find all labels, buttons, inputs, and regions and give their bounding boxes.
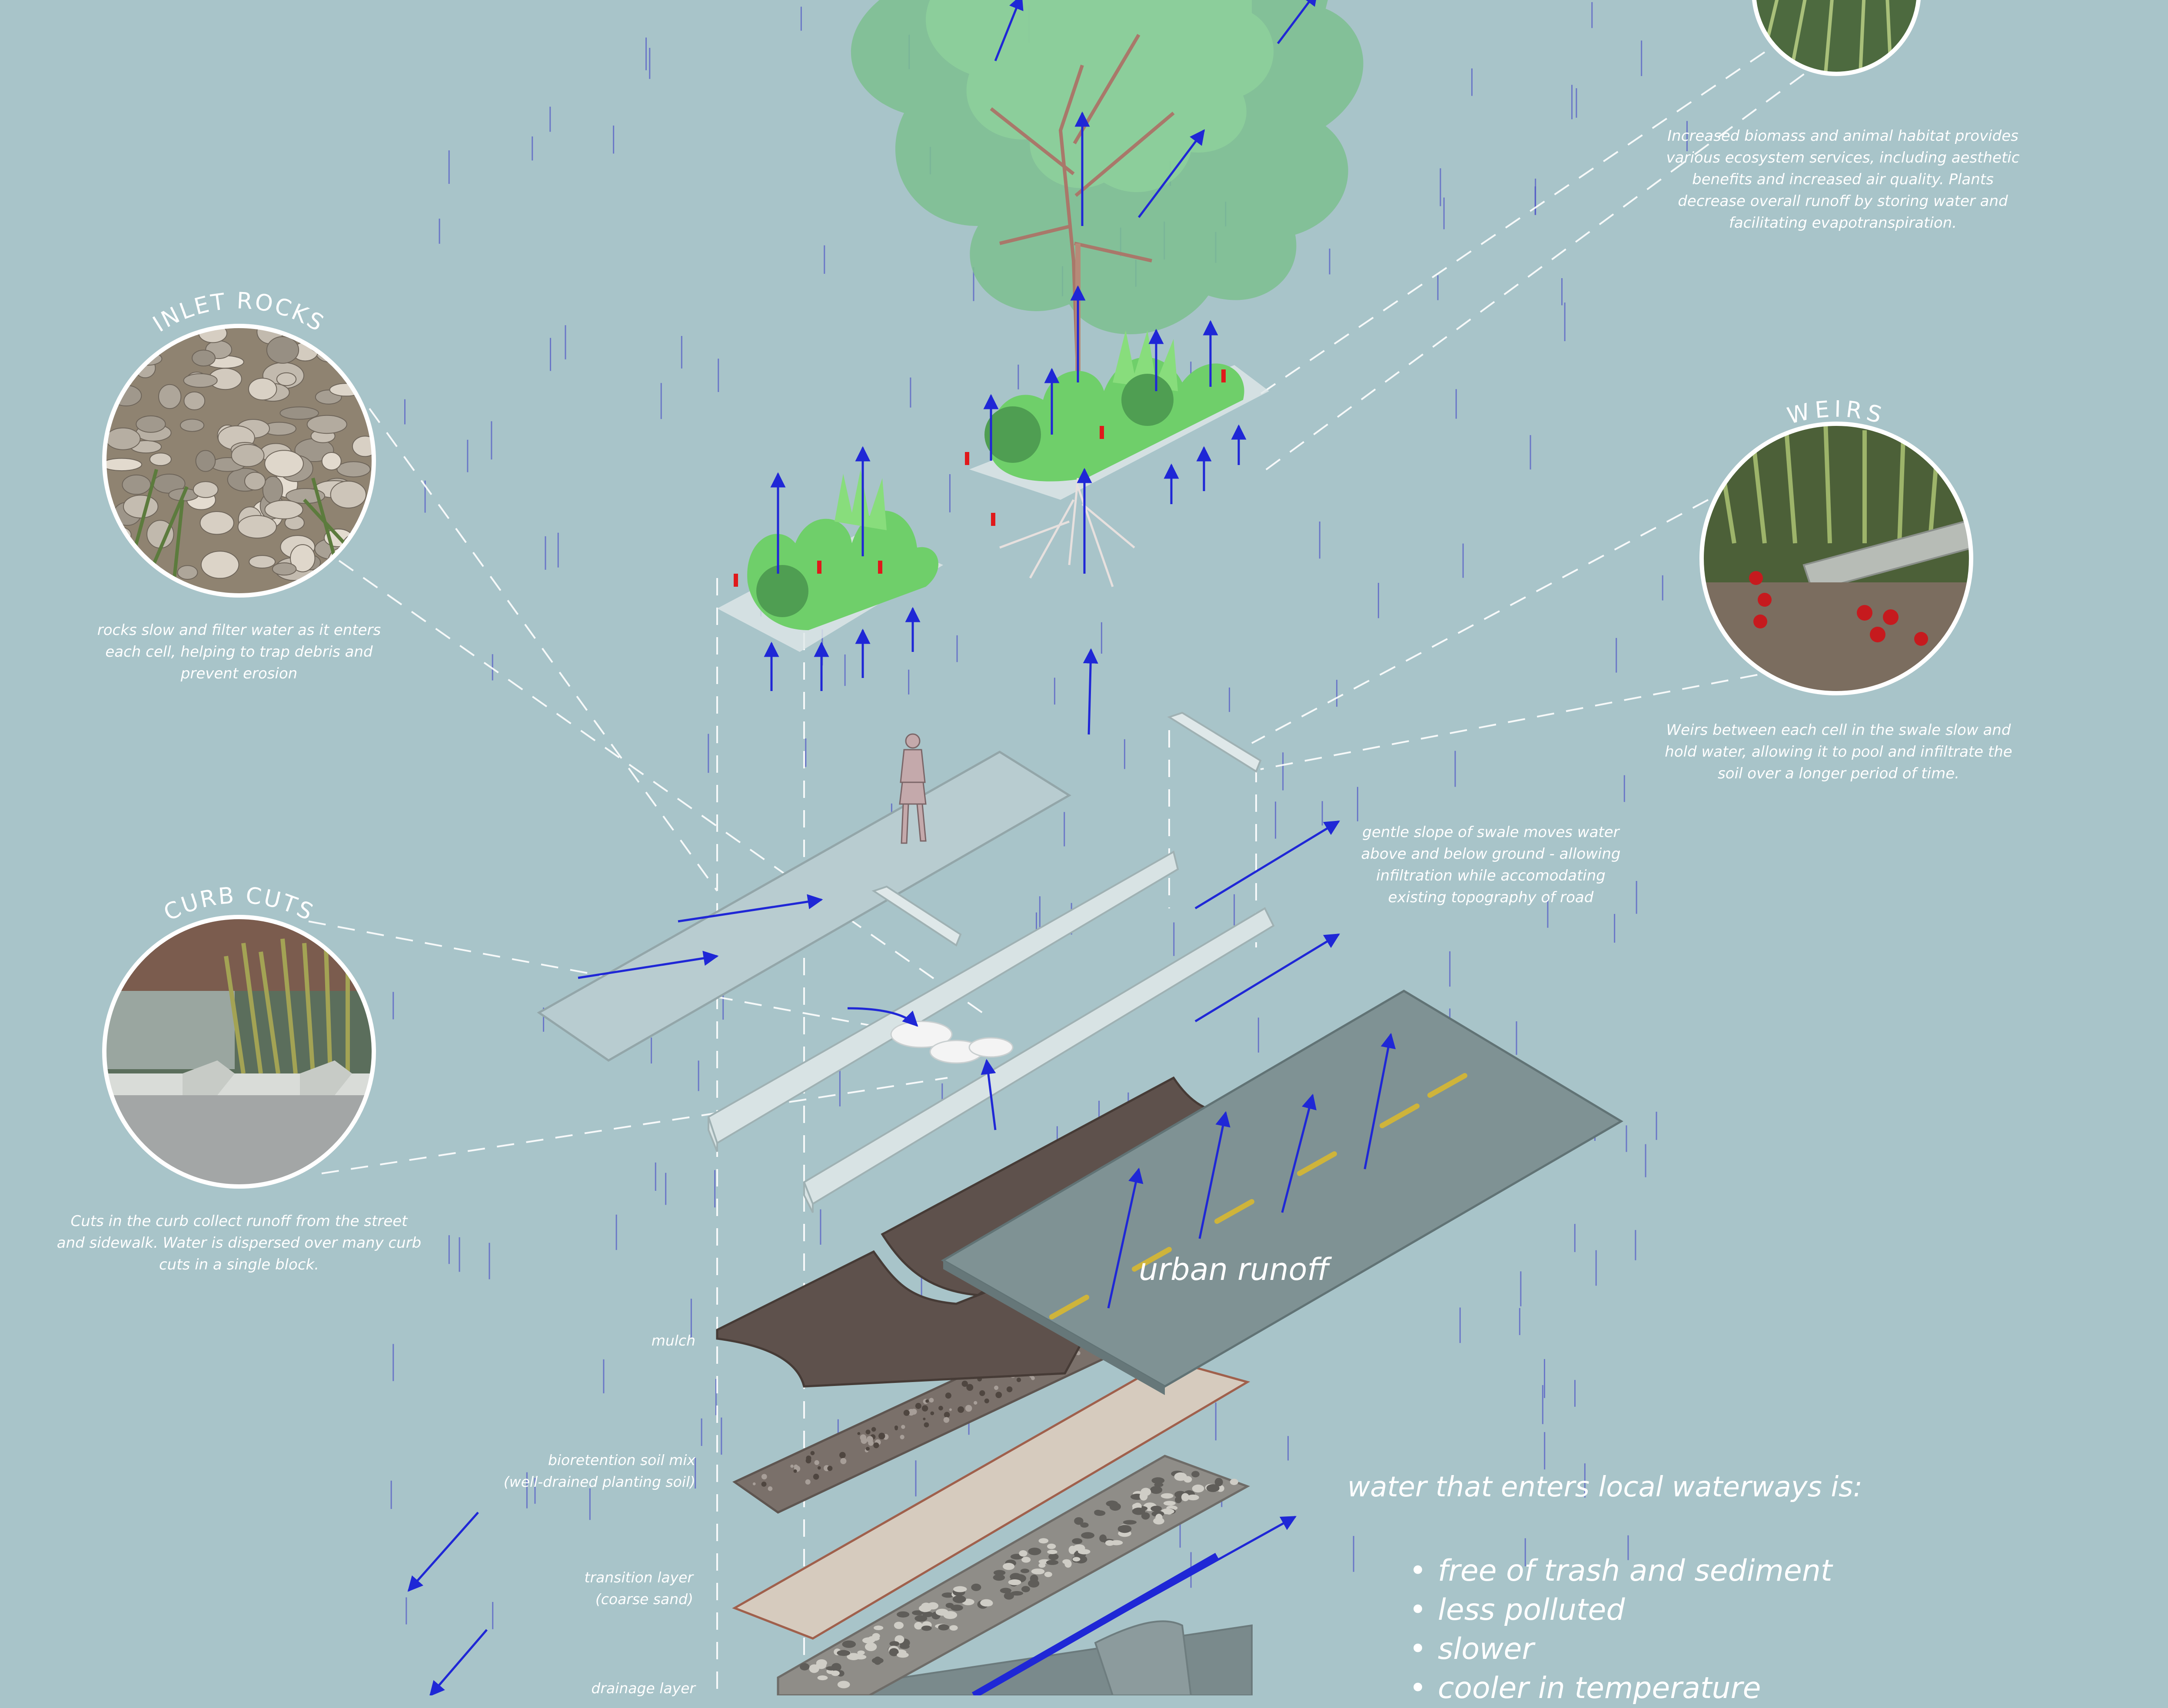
mulch-label: mulch	[651, 1332, 695, 1349]
slope-description: gentle slope of swale moves water above …	[1361, 824, 1621, 906]
inlet-rock-pile	[890, 1020, 1014, 1064]
leader-lines	[308, 38, 1852, 1695]
person-figure	[899, 733, 927, 844]
drainage-label: drainage layer	[591, 1680, 695, 1697]
curbs	[707, 850, 1275, 1213]
mulch-layer	[716, 1076, 1234, 1388]
planting-bed-right	[965, 330, 1269, 587]
curb-cuts-description: Cuts in the curb collect runoff from the…	[57, 1213, 422, 1273]
waterways-heading: water that enters local waterways is:	[1347, 1471, 1863, 1503]
transition-layer	[732, 1359, 1250, 1640]
tree	[851, 0, 1363, 391]
inlet-rocks-description: rocks slow and filter water as it enters…	[97, 621, 381, 682]
plants-description: Increased biomass and animal habitat pro…	[1666, 127, 2020, 232]
urban-runoff-label: urban runoff	[1139, 1252, 1329, 1287]
gravel-layer	[777, 1455, 1250, 1695]
curb-cut-photo-icon	[102, 915, 376, 1189]
transition-label: transition layer (coarse sand)	[584, 1569, 694, 1608]
plants-photo-icon	[1752, 0, 1921, 76]
weirs	[871, 711, 1262, 947]
sidewalk	[537, 751, 1071, 1062]
waterways-list: free of trash and sediment less polluted…	[1404, 1552, 1832, 1708]
weirs-description: Weirs between each cell in the swale slo…	[1665, 721, 2012, 782]
list-item: slower	[1404, 1630, 1832, 1669]
weir-photo-icon	[1699, 422, 1973, 695]
list-item: less polluted	[1404, 1591, 1832, 1630]
flow-arrows	[407, 0, 1396, 1695]
planting-bed-left	[717, 469, 943, 652]
list-item: free of trash and sediment	[1404, 1552, 1832, 1591]
soil-label: bioretention soil mix (well-drained plan…	[503, 1452, 695, 1490]
gravel-texture	[799, 1471, 1238, 1688]
rocks-photo-icon	[102, 324, 376, 598]
list-item: cooler in temperature	[1404, 1669, 1832, 1708]
